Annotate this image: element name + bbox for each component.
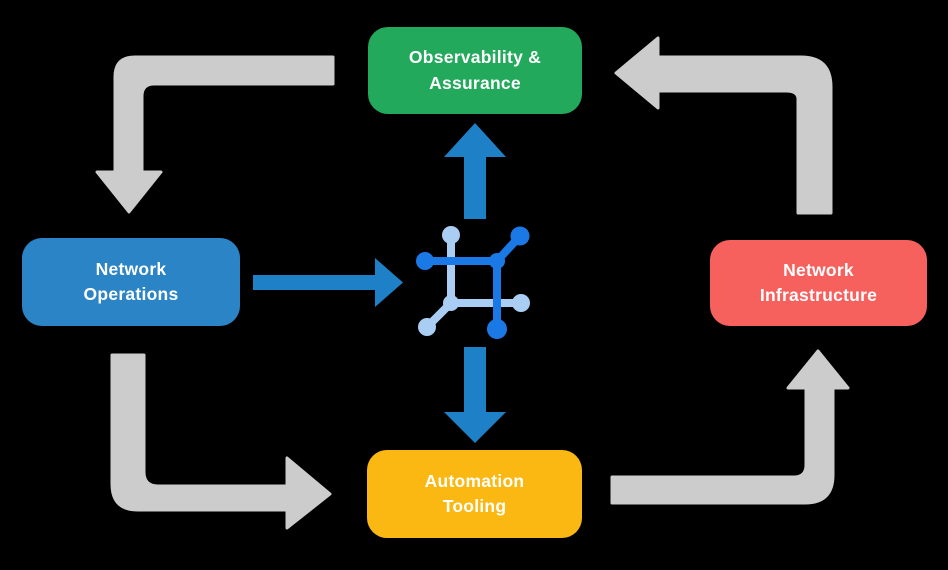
node-automation-label: Automation Tooling	[424, 470, 525, 516]
arrow-operations-to-automation	[110, 353, 332, 530]
arrow-hub-to-observability	[444, 123, 506, 219]
arrow-automation-to-infrastructure	[610, 349, 850, 505]
node-network-infrastructure: Network Infrastructure	[710, 240, 927, 326]
node-operations-label: Network Operations	[83, 258, 179, 304]
node-automation-tooling: Automation Tooling	[367, 450, 582, 538]
arrow-hub-to-automation	[444, 347, 506, 443]
arrow-operations-to-hub	[253, 258, 403, 307]
node-infrastructure-label: Network Infrastructure	[759, 259, 878, 305]
node-network-operations: Network Operations	[22, 238, 240, 326]
network-hub-icon	[416, 226, 530, 339]
arrow-observability-to-operations	[95, 55, 335, 214]
node-observability-label: Observability & Assurance	[408, 47, 542, 93]
arrow-infrastructure-to-observability	[614, 36, 833, 215]
node-observability-assurance: Observability & Assurance	[368, 27, 582, 114]
